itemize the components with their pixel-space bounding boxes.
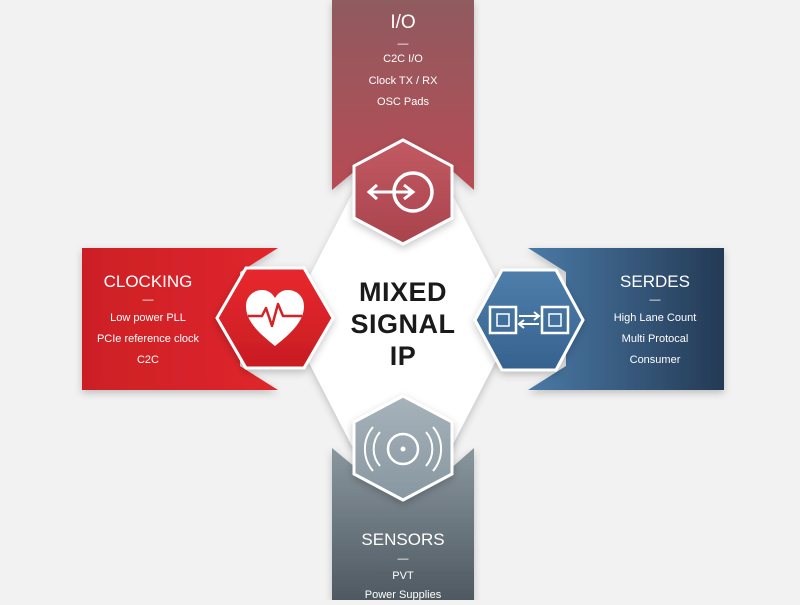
center-title-line-3: IP bbox=[390, 341, 417, 371]
center-title-line-1: MIXED bbox=[359, 277, 447, 307]
clocking-item-1: Low power PLL bbox=[110, 312, 186, 324]
sensors-item-1: PVT bbox=[392, 570, 414, 582]
sensors-dash: — bbox=[398, 553, 409, 565]
serdes-item-3: Consumer bbox=[630, 354, 681, 366]
io-item-3: OSC Pads bbox=[377, 96, 429, 108]
io-title: I/O bbox=[390, 12, 415, 33]
arrow-circle-icon bbox=[366, 171, 434, 213]
center-hexagon bbox=[287, 194, 517, 446]
serdes-title: SERDES bbox=[620, 272, 690, 291]
sensors-item-2: Power Supplies bbox=[365, 589, 442, 600]
sensor-waves-icon bbox=[363, 426, 443, 472]
serdes-item-1: High Lane Count bbox=[614, 312, 697, 324]
clocking-item-3: C2C bbox=[137, 354, 159, 366]
center-title-line-2: SIGNAL bbox=[350, 309, 455, 339]
clocking-panel bbox=[82, 248, 278, 390]
io-panel bbox=[332, 0, 474, 190]
clocking-dash: — bbox=[143, 294, 154, 306]
io-item-1: C2C I/O bbox=[383, 53, 423, 65]
serdes-item-2: Multi Protocal bbox=[622, 333, 689, 345]
io-dash: — bbox=[398, 38, 409, 50]
serdes-panel bbox=[528, 248, 724, 390]
serdes-dash: — bbox=[650, 294, 661, 306]
serdes-hex-badge bbox=[473, 268, 585, 372]
sensors-title: SENSORS bbox=[361, 530, 444, 549]
heart-pulse-icon bbox=[246, 290, 304, 346]
clocking-title: CLOCKING bbox=[104, 272, 193, 291]
chip-link-icon bbox=[488, 305, 570, 335]
clocking-item-2: PCIe reference clock bbox=[97, 333, 200, 345]
sensors-panel bbox=[332, 448, 474, 600]
io-item-2: Clock TX / RX bbox=[369, 75, 439, 87]
